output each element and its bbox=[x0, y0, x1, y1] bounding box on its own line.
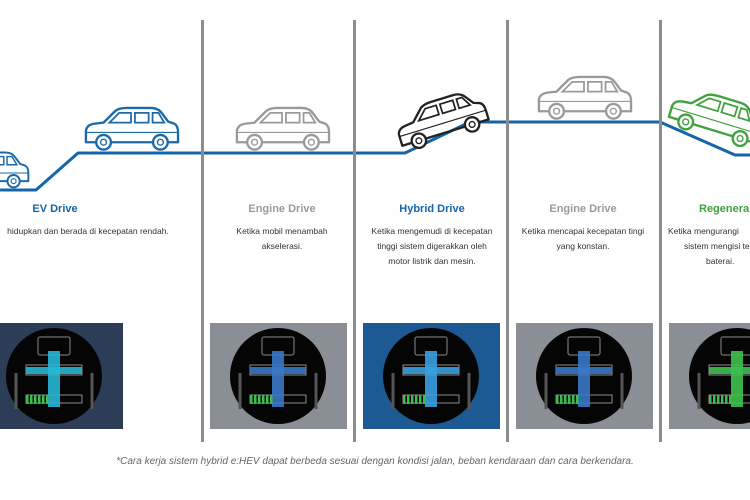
divider-3 bbox=[506, 20, 509, 442]
mode-desc-regeneration: Ketika mengurangi sistem mengisi tena ba… bbox=[668, 224, 750, 269]
mode-desc-engine-drive: Ketika mobil menambah akselerasi. bbox=[197, 224, 367, 254]
car-regeneration-icon bbox=[665, 82, 750, 152]
thumbnail-ev-drive bbox=[0, 323, 123, 429]
car-ev-drive-2-icon bbox=[84, 106, 180, 151]
thumbnail-engine-drive bbox=[210, 323, 347, 429]
desc-line: yang konstan. bbox=[556, 241, 610, 251]
divider-2 bbox=[353, 20, 356, 442]
mode-label-engine-drive-2: Engine Drive bbox=[549, 203, 617, 215]
desc-line: Ketika mencapai kecepatan tingi bbox=[521, 226, 645, 236]
desc-line: Ketika mengurangi bbox=[668, 226, 739, 236]
thumbnail-hybrid-drive bbox=[363, 323, 500, 429]
desc-line: hidupkan dan berada di kecepatan rendah. bbox=[7, 226, 169, 236]
car-hybrid-drive-icon bbox=[391, 86, 492, 154]
desc-line: motor listrik dan mesin. bbox=[388, 256, 476, 266]
desc-line: sistem mengisi tena bbox=[684, 241, 750, 251]
divider-4 bbox=[659, 20, 662, 442]
road-and-cars bbox=[0, 75, 750, 192]
car-ev-drive-icon bbox=[0, 151, 30, 189]
thumbnail-regeneration bbox=[669, 323, 750, 429]
road-line bbox=[0, 120, 750, 192]
mode-label-ev-drive: EV Drive bbox=[32, 203, 78, 215]
desc-line: akselerasi. bbox=[261, 241, 303, 251]
mode-label-regeneration: Regenera bbox=[699, 203, 750, 215]
mode-label-engine-drive: Engine Drive bbox=[248, 203, 316, 215]
desc-line: Ketika mengemudi di kecepatan bbox=[371, 226, 493, 236]
thumbnail-engine-drive-2 bbox=[516, 323, 653, 429]
car-engine-drive-2-icon bbox=[537, 75, 633, 120]
mode-desc-hybrid-drive: Ketika mengemudi di kecepatan tinggi sis… bbox=[347, 224, 517, 269]
desc-line: tinggi sistem digerakkan oleh bbox=[377, 241, 487, 251]
desc-line: Ketika mobil menambah bbox=[236, 226, 328, 236]
desc-line: baterai. bbox=[706, 256, 735, 266]
car-engine-drive-icon bbox=[235, 106, 331, 151]
mode-desc-ev-drive: hidupkan dan berada di kecepatan rendah. bbox=[0, 224, 183, 239]
footnote: *Cara kerja sistem hybrid e:HEV dapat be… bbox=[116, 456, 634, 467]
divider-1 bbox=[201, 20, 204, 442]
mode-label-hybrid-drive: Hybrid Drive bbox=[399, 203, 465, 215]
mode-desc-engine-drive-2: Ketika mencapai kecepatan tingi yang kon… bbox=[498, 224, 668, 254]
